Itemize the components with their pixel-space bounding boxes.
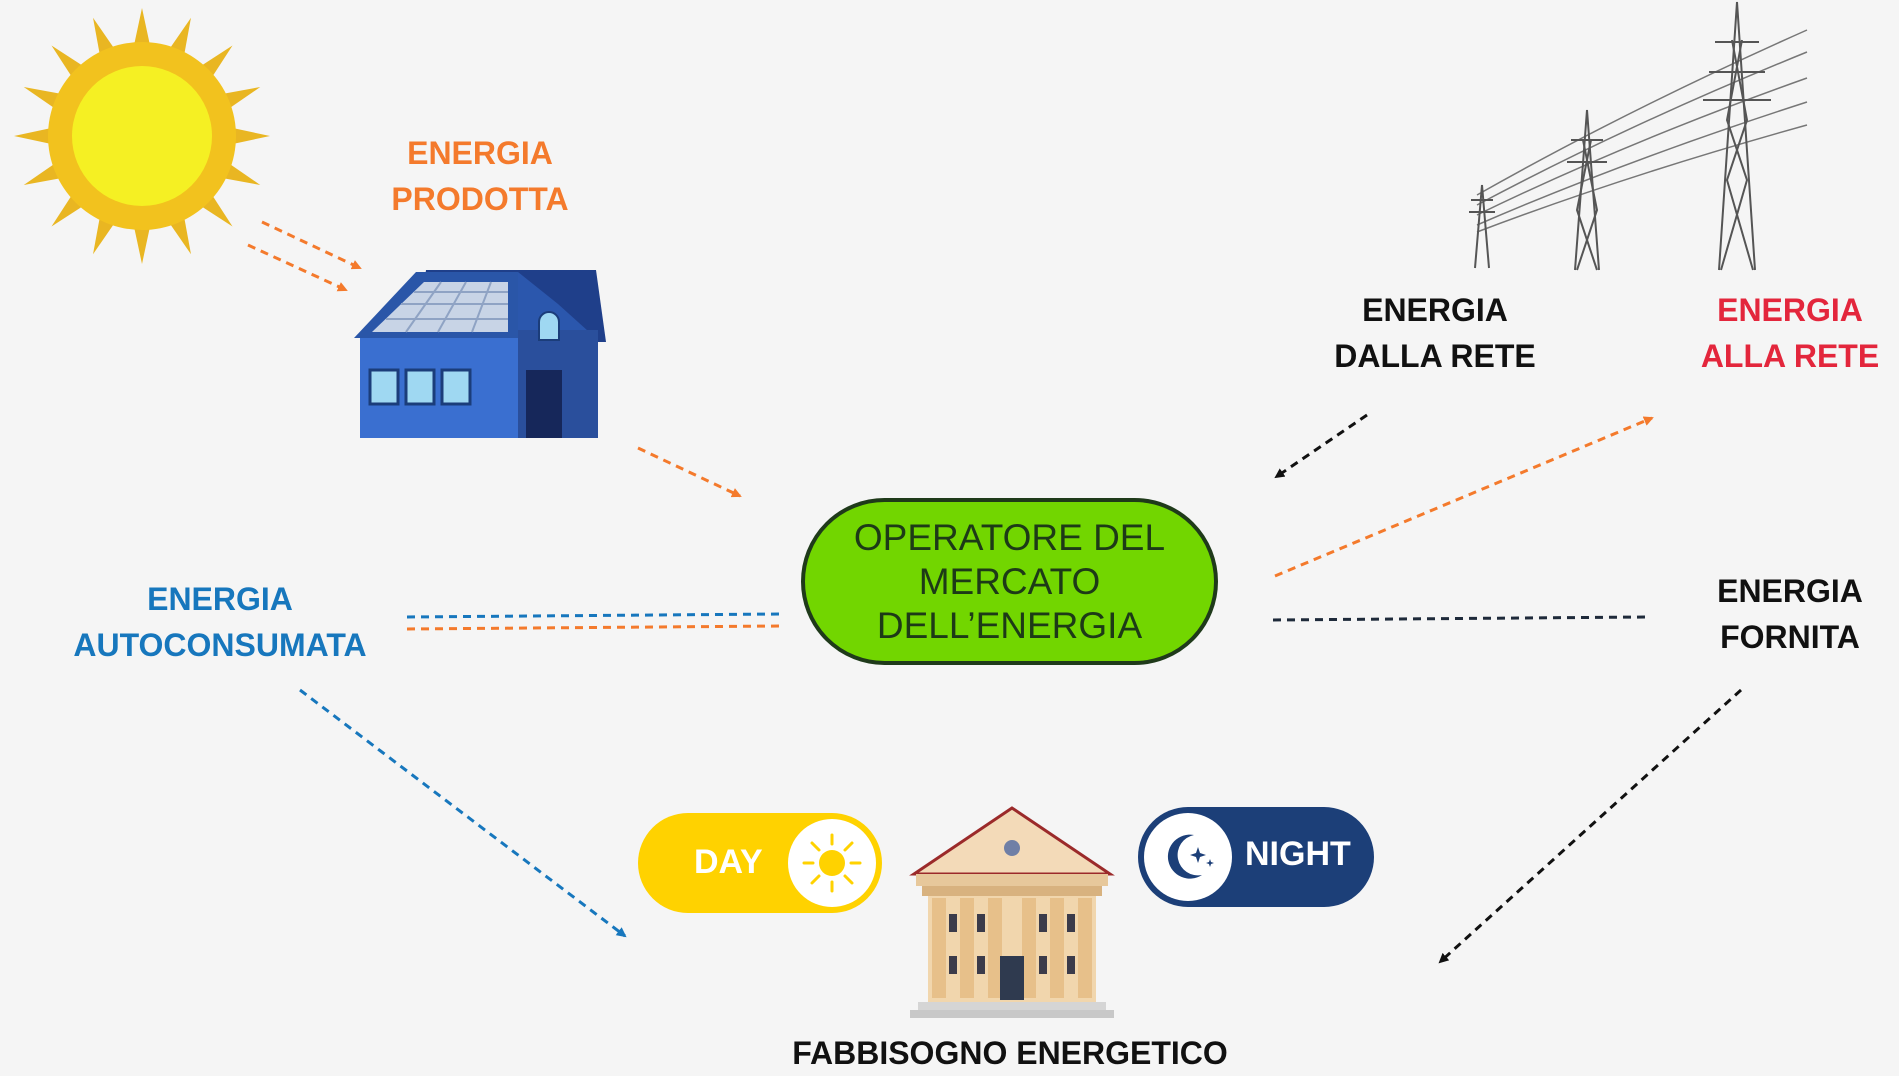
arrow-operator-to-grid — [1274, 416, 1654, 578]
link-autoconsumata-orange — [406, 624, 781, 631]
arrow-sun-to-house-2 — [247, 243, 348, 292]
sun-small-icon — [788, 819, 876, 907]
building-icon — [909, 806, 1115, 1018]
arrow-house-to-operator — [637, 446, 742, 498]
solar-house-icon — [354, 270, 606, 438]
arrow-grid-to-operator — [1274, 413, 1368, 479]
day-toggle-label: DAY — [694, 843, 763, 881]
power-pylons-icon — [1469, 1, 1808, 271]
night-toggle-label: NIGHT — [1245, 835, 1351, 873]
arrow-sun-to-house-1 — [261, 220, 362, 270]
operator-line-1: OPERATORE DEL — [853, 516, 1166, 558]
label-energia-fornita: ENERGIA FORNITA — [1717, 573, 1863, 655]
day-toggle[interactable]: DAY — [638, 813, 882, 913]
label-energia-dalla-rete: ENERGIA DALLA RETE — [1334, 292, 1536, 374]
moon-icon — [1144, 813, 1232, 901]
operator-line-2: MERCATO — [918, 560, 1101, 602]
label-energia-prodotta: ENERGIA PRODOTTA — [391, 135, 569, 217]
arrow-fornita-to-building — [1438, 688, 1743, 964]
link-fornita — [1272, 615, 1646, 622]
label-energia-alla-rete: ENERGIA ALLA RETE — [1700, 292, 1880, 374]
label-energia-autoconsumata: ENERGIA AUTOCONSUMATA — [73, 581, 367, 663]
operatore-mercato-energia-node: OPERATORE DEL MERCATO DELL’ENERGIA — [801, 498, 1218, 665]
operator-line-3: DELL’ENERGIA — [876, 604, 1143, 646]
night-toggle[interactable]: NIGHT — [1138, 807, 1374, 907]
sun-icon — [14, 8, 270, 264]
label-fabbisogno-energetico: FABBISOGNO ENERGETICO — [792, 1035, 1228, 1071]
link-autoconsumata-blue — [406, 612, 781, 619]
arrow-autoconsumata-to-building — [299, 688, 627, 938]
